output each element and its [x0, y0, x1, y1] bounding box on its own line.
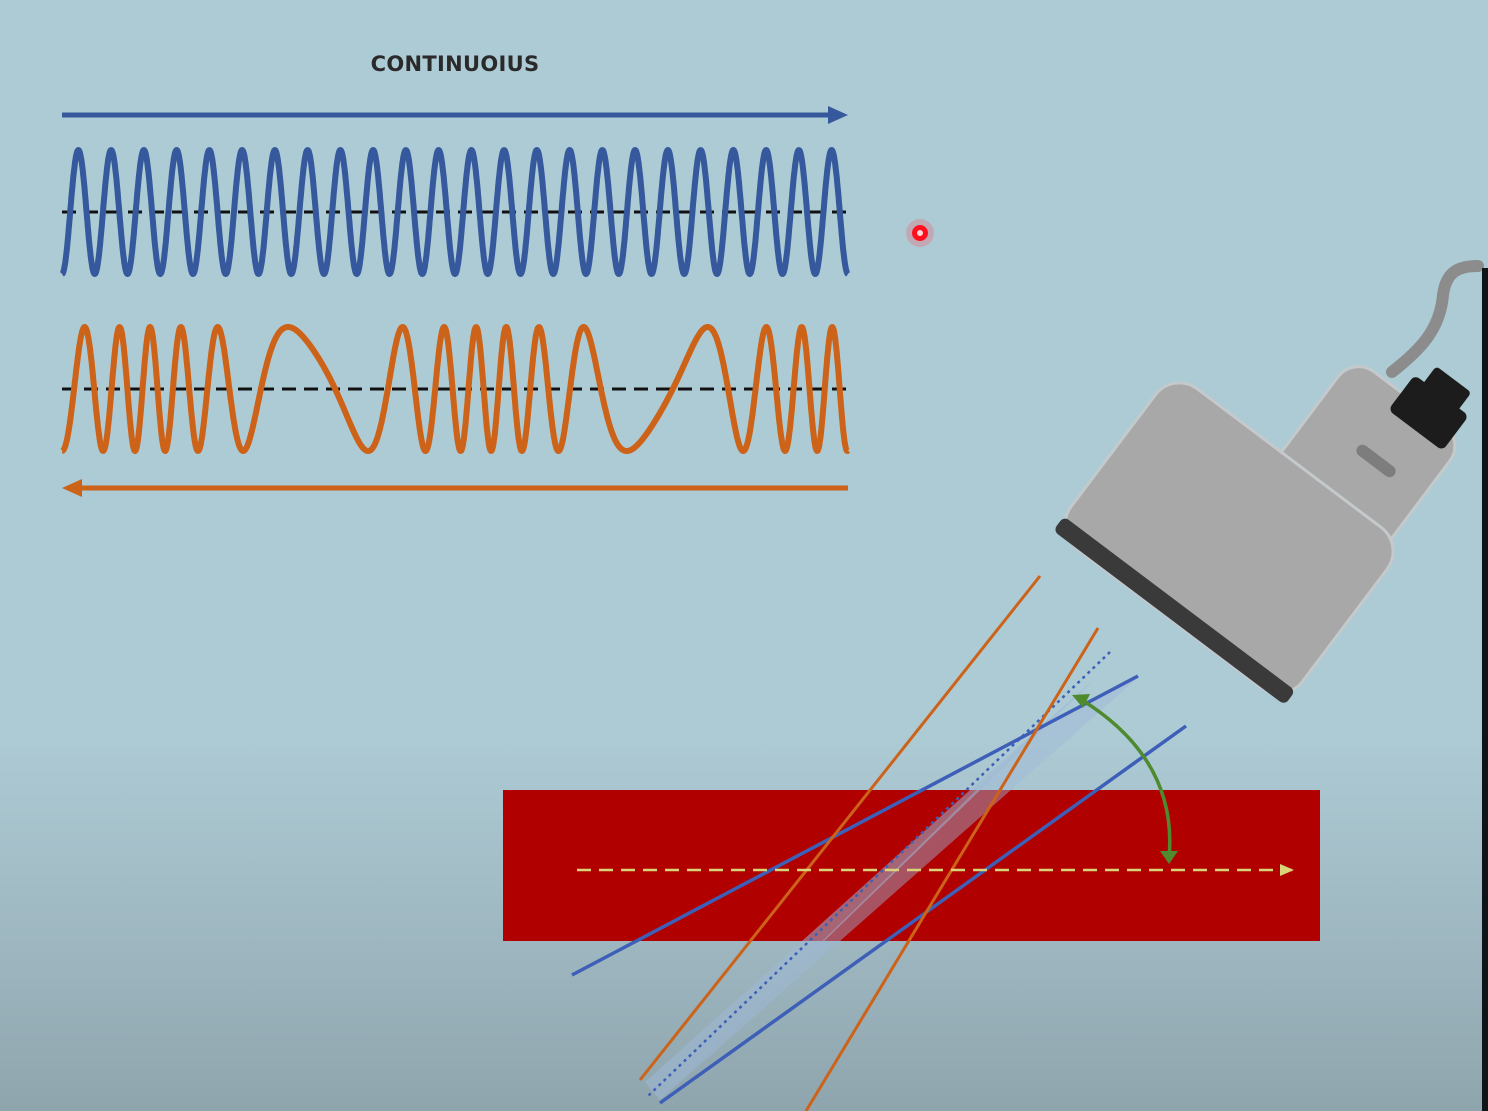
angle-arrowhead-bottom: [1160, 851, 1178, 864]
received-wave: [59, 324, 851, 454]
beam-cone-inner: [660, 676, 1140, 1100]
transmitted-wave-group: [59, 147, 851, 277]
diagram-title: CONTINUOIUS: [370, 52, 540, 76]
beam-line-lower: [658, 724, 1188, 1105]
orange-beam-line-left: [638, 575, 1042, 1081]
blood-vessel: [503, 790, 1320, 941]
screen-edge-strip: [1482, 268, 1488, 1111]
transmitted-wave: [59, 147, 851, 277]
laser-pointer-icon: [906, 219, 934, 247]
beam-center-line: [647, 651, 1111, 1097]
received-wave-group: [59, 324, 851, 454]
receive-arrowhead: [62, 479, 82, 497]
ultrasound-probe-icon: [1055, 260, 1484, 703]
beam-line-upper: [571, 674, 1139, 977]
insonation-angle-arc: [1081, 698, 1172, 859]
transmit-arrowhead: [828, 106, 848, 124]
angle-arrowhead-top: [1072, 694, 1090, 708]
beam-cone: [645, 676, 1098, 1100]
